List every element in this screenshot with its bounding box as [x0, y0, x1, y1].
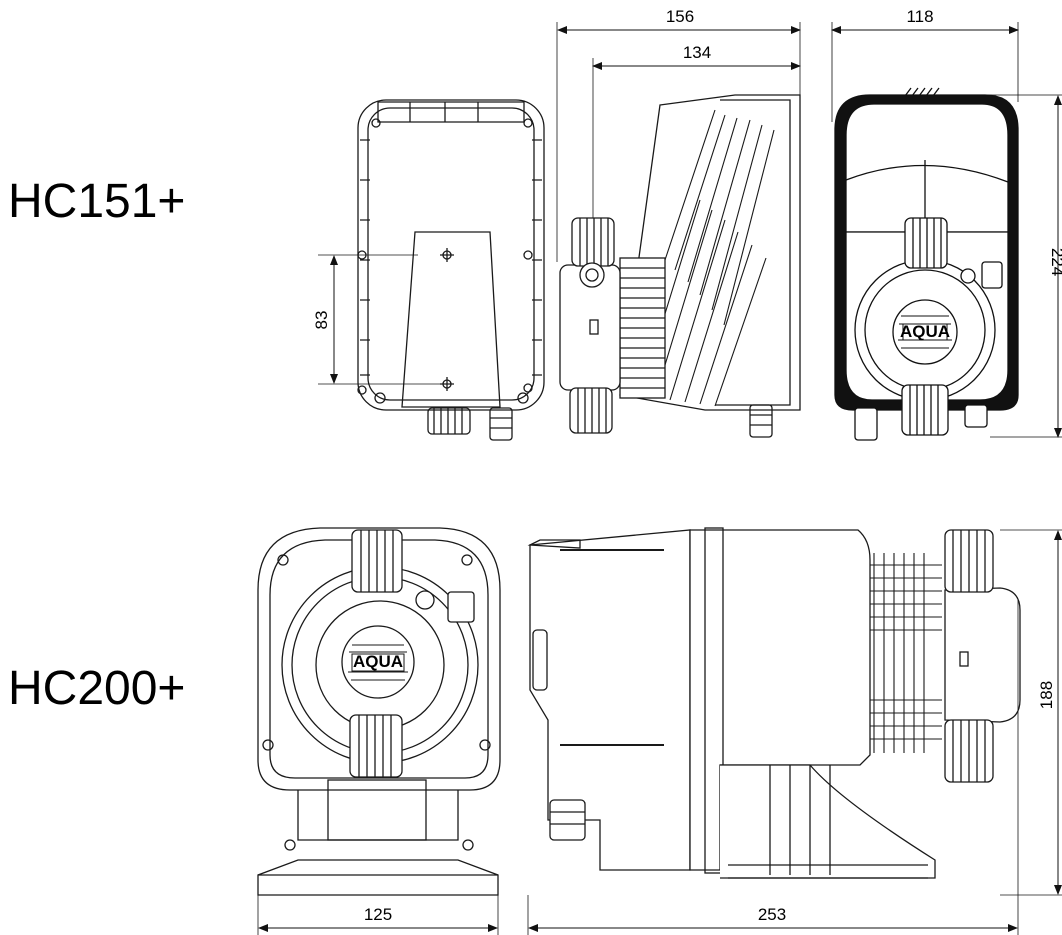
hc151-rear-view: [318, 99, 545, 441]
hc151-bracket-hole-top: [440, 248, 454, 262]
model-label-hc151: HC151+: [8, 175, 186, 228]
hc200-front-bottom-valve: [349, 714, 403, 778]
dim-253: 253: [758, 905, 786, 924]
hc151-rear-valve: [427, 407, 471, 435]
hc151-side-view: [556, 22, 801, 438]
hc151-front-view: AQUA: [831, 22, 1062, 441]
hc151-rear-ribs-left: [360, 139, 370, 376]
hc151-mounting-bracket: [401, 231, 501, 408]
hc151-front-logo-text: AQUA: [900, 322, 950, 341]
hc151-rear-cable-gland: [489, 407, 513, 441]
dim-118: 118: [906, 7, 933, 26]
dim-134: 134: [683, 43, 711, 62]
hc200-side-view: [527, 527, 1062, 935]
dim-156: 156: [666, 7, 694, 26]
hc200-front-view: AQUA: [257, 527, 501, 935]
model-label-hc200: HC200+: [8, 662, 186, 715]
hc151-bracket-hole-bottom: [440, 377, 454, 391]
hc200-side-fins: [870, 553, 942, 753]
hc200-front-base: [257, 859, 499, 896]
hc200-front-logo-text: AQUA: [353, 652, 403, 671]
hc151-front-top-valve: [904, 217, 948, 269]
hc151-side-fins: [639, 109, 775, 407]
hc151-front-cable-gland: [854, 407, 878, 441]
dim-125: 125: [364, 905, 392, 924]
hc200-side-cable-gland: [549, 799, 586, 841]
hc200-side-pump-head: [944, 587, 1021, 723]
dim-83: 83: [312, 311, 331, 330]
hc151-front-bottom-valve: [901, 384, 949, 436]
dimension-lines: [258, 26, 1062, 932]
hc151-rear-ribs-right: [532, 139, 542, 376]
hc151-side-bottom-valve: [569, 387, 613, 434]
dim-188: 188: [1037, 681, 1056, 709]
hc151-side-cable-gland: [749, 404, 773, 438]
dim-224: 224: [1048, 248, 1062, 276]
